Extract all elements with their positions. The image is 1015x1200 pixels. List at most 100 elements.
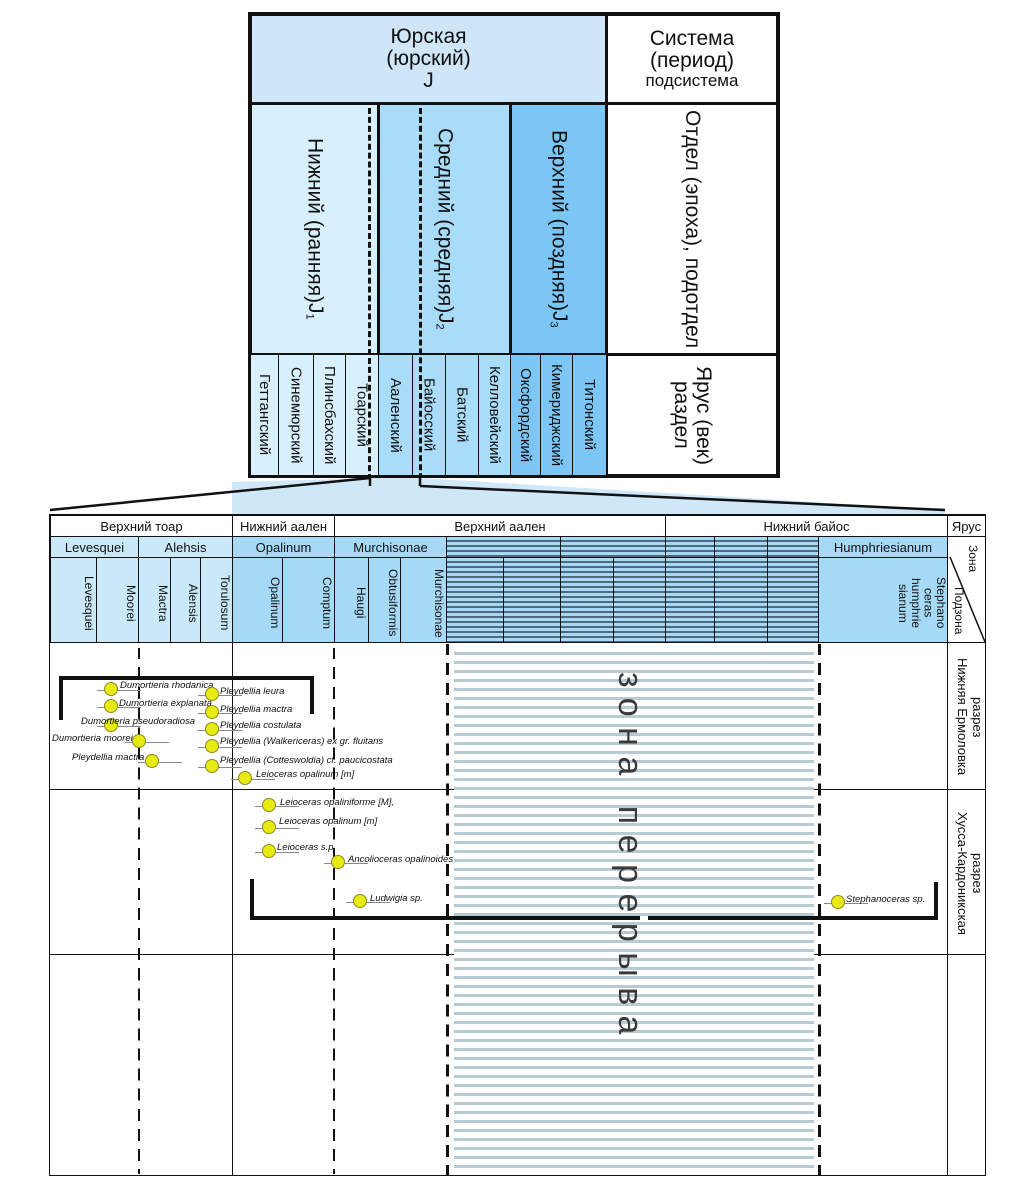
stage-tithonian: Титонский: [572, 354, 607, 476]
epoch-name: Средний (средняя): [433, 128, 457, 314]
epoch-code: J2: [433, 313, 457, 330]
subzone-levesquei: Levesquei: [50, 557, 97, 643]
stage-bathonian: Батский: [445, 354, 479, 476]
stage-sinemurian: Синемюрский: [278, 354, 314, 476]
fossil-label: Leioceras opalinum [m]: [279, 816, 378, 827]
subzone-hatched: [714, 557, 768, 643]
label-stage: Ярус: [947, 515, 986, 537]
system-label-line: подсистема: [645, 71, 739, 91]
fossil-tick: [824, 903, 868, 904]
system-label-line: Система: [649, 27, 735, 51]
fossil-label: Pleydellia (Cotteswoldia) cf. paucicosta…: [220, 755, 393, 766]
section-range-bracket: [310, 676, 314, 714]
fossil-tick: [346, 902, 390, 903]
section-range-bracket: [250, 916, 640, 920]
stage-kimmeridgian: Кимериджский: [540, 354, 573, 476]
fossil-marker-icon: [205, 705, 219, 719]
fossil-label: Pleydellia costulata: [220, 720, 302, 731]
fossil-marker-icon: [262, 798, 276, 812]
zone-levesquei: Levesquei: [50, 536, 139, 558]
fossil-label: Pleydellia leura: [220, 686, 285, 697]
zone-alehsis: Alehsis: [138, 536, 233, 558]
epoch-code-letter: J: [303, 303, 327, 314]
fossil-tick: [138, 762, 182, 763]
fossil-label: Dumortieria moorei: [52, 733, 133, 744]
subzone-dashed-line: [138, 648, 140, 1174]
lower-zonation-table: [49, 514, 986, 1176]
fossil-tick: [97, 707, 141, 708]
stage-lower-bajocian: Нижний байос: [665, 515, 948, 537]
zone-subzone-label: Зона Подзона: [947, 536, 986, 643]
epoch-upper: Верхний (поздняя)J3: [510, 103, 607, 355]
label-zone: Зона: [966, 545, 980, 573]
section-name: Нижняя Ермоловка: [955, 658, 971, 776]
fossil-marker-icon: [145, 754, 159, 768]
fossil-label: Dumortieria pseudoradiosa: [81, 716, 196, 727]
fossil-tick: [324, 863, 368, 864]
subzone-comptum: Comptum: [282, 557, 335, 643]
column-line: [947, 515, 948, 1176]
fossil-tick: [255, 852, 299, 853]
hiatus-label: зона перерыва: [611, 672, 649, 1045]
stage-aalenian: Ааленский: [378, 354, 413, 476]
epoch-code: J3: [547, 311, 571, 328]
epoch-code: J1: [303, 303, 327, 320]
subzone-haugi: Haugi: [334, 557, 369, 643]
fossil-tick: [125, 742, 169, 743]
subzone-hatched: [767, 557, 819, 643]
stage-pliensbachian: Плинсбахский: [313, 354, 346, 476]
fossil-label: Ludwigia sp.: [370, 893, 423, 904]
subzone-hatched: [665, 557, 715, 643]
stage-label: Ярус (век) раздел: [606, 354, 778, 476]
fossil-tick: [97, 726, 141, 727]
fossil-label: Leioceras opaliniforme [M],: [280, 797, 395, 808]
fossil-marker-icon: [104, 718, 118, 732]
system-code: J: [423, 69, 434, 93]
hiatus-boundary: [446, 644, 449, 1176]
subzone-alensis: Alensis: [170, 557, 201, 643]
fossil-label: Pleydellia (Walkericeras) ex gr. fluitan…: [220, 736, 384, 747]
fossil-marker-icon: [205, 739, 219, 753]
stage-upper-toarcian: Верхний тоар: [50, 515, 233, 537]
system-jurassic: Юрская (юрский) J: [250, 14, 607, 104]
fossil-tick: [198, 747, 242, 748]
stage-hettangian: Геттангский: [250, 354, 279, 476]
fossil-marker-icon: [205, 687, 219, 701]
subzone-hatched: [503, 557, 561, 643]
zone-hatched: [714, 536, 768, 558]
zone-humphriesianum: Humphriesianum: [818, 536, 948, 558]
subzone-hatched: [613, 557, 666, 643]
boundary-dashed-line: [419, 108, 422, 488]
fossil-marker-icon: [238, 771, 252, 785]
hiatus-zone: [454, 646, 814, 1174]
fossil-label: Pleydellia mactra: [72, 752, 145, 763]
system-alt: (юрский): [386, 46, 471, 70]
stage-oxfordian: Оксфордский: [510, 354, 541, 476]
fossil-tick: [198, 730, 242, 731]
fossil-marker-icon: [353, 894, 367, 908]
subzone-torulosum: Torulosum: [200, 557, 233, 643]
subzone-murchisonae: Murchisonae: [400, 557, 447, 643]
section-range-bracket: [59, 676, 63, 720]
section-range-bracket: [934, 882, 938, 920]
system-label: Система (период) подсистема: [606, 14, 778, 104]
subzone-stephanoceras-humphriesianum: Stephano ceras humphrie sianum: [818, 557, 948, 643]
fossil-marker-icon: [104, 699, 118, 713]
subzone-obtusiformis: Obtusiformis: [368, 557, 401, 643]
label-subzone: Подзона: [952, 587, 966, 635]
epoch-code-letter: J: [433, 313, 457, 324]
section-label-prefix: разрез: [970, 853, 985, 894]
expansion-funnel: [49, 476, 946, 516]
epoch-name: Нижний (ранняя): [303, 138, 327, 304]
epoch-middle: Средний (средняя)J2: [378, 103, 511, 355]
fossil-tick: [198, 767, 242, 768]
fossil-label: Ancolioceras opalinoides: [348, 854, 454, 865]
stage-bajocian: Байосский: [412, 354, 446, 476]
stage-upper-aalenian: Верхний аален: [334, 515, 666, 537]
section-row-divider: [50, 642, 986, 643]
section-range-bracket: [250, 879, 254, 919]
fossil-marker-icon: [205, 759, 219, 773]
fossil-label: Stephanoceras sp.: [846, 894, 926, 905]
epoch-code-sub: 2: [433, 323, 446, 330]
